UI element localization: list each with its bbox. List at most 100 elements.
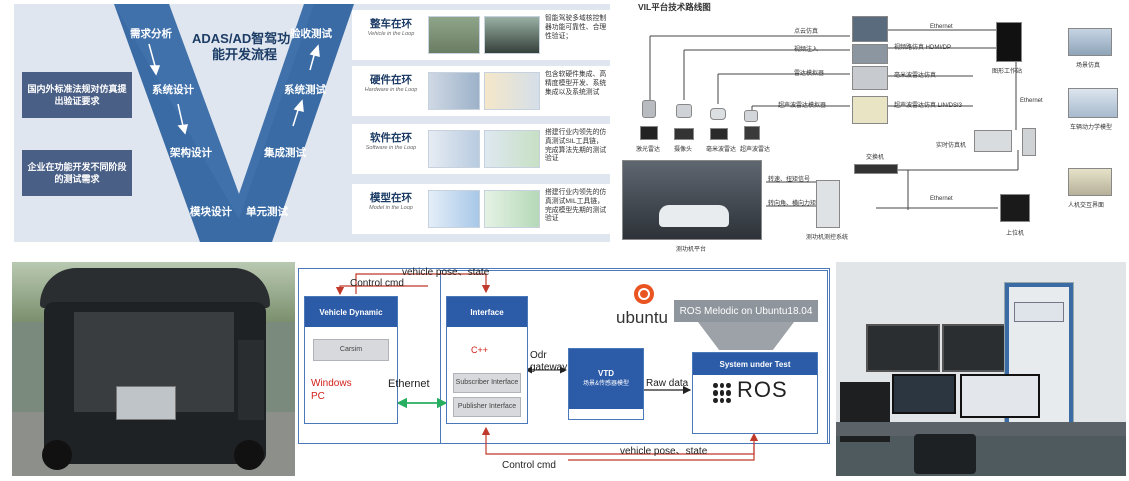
sil-diagram-1 [428,130,480,168]
node-hmi: 人机交互界面 [1068,203,1105,209]
sil-diagram-2 [484,130,540,168]
open-door [238,340,264,420]
arch-bottom-label: vehicle pose、state [620,446,708,457]
vil-photo-1 [428,16,480,54]
ethernet-label: Ethernet [388,378,430,390]
mil-diagram-2 [484,190,540,228]
desk-monitor-left [892,374,956,414]
vtd-box: VTD 场景&传感器模型 [568,348,644,420]
radar-unit [710,128,728,140]
v-shape [114,4,354,242]
loop-hil: 硬件在环 Hardware in the Loop 包含软硬件集成、高精度模型开… [352,66,610,116]
node-scene-sim: 场景仿真 [1076,63,1101,69]
sensor-ultrasonic: 超声波雷达 [740,147,771,153]
link-ethernet-bottom: Ethernet [930,196,953,202]
v-arrows [148,43,320,135]
pointcloud-monitor [852,16,888,42]
ubuntu-circle-icon [638,288,650,300]
hil-diagram-2 [484,72,540,110]
lidar-unit [640,126,658,140]
camera-unit [674,128,694,140]
rear-wheel-left [42,440,72,470]
loop-title: 硬件在环 [370,74,412,86]
vtd-title-text: VTD [598,369,614,378]
link-ethernet-right: Ethernet [1020,98,1043,104]
radar-icon [710,108,726,120]
loop-title: 软件在环 [370,132,412,144]
vehicle-dynamics-screen [1068,88,1118,118]
stage-requirement-analysis: 需求分析 [130,28,172,40]
node-vehicle-dynamics: 车辆动力学模型 [1070,125,1113,131]
loop-description: 智能驾驶多域核控制器功能可靠性、合理性验证； [545,15,607,40]
ultrasonic-unit [744,126,760,140]
requirement-box-regulations: 国内外标准法规对仿真提出验证要求 [22,72,132,118]
stage-system-design: 系统设计 [152,84,194,96]
desk-surface [836,422,1126,436]
dyno-control-cabinet [816,180,840,228]
arch-control-bottom: Control cmd [502,460,556,471]
hil-diagram-1 [428,72,480,110]
vil-roadmap-panel: VIL平台技术路线图 点云仿真 视频注入 雷达模拟器 超声波雷达模拟器 Et [618,0,1129,258]
loop-description: 包含软硬件集成、高精度模型开发、系统集成以及系统测试 [545,71,607,96]
carsim-module: Carsim [313,339,389,361]
node-dyno-platform: 测功机平台 [676,247,707,253]
arch-control-top: Control cmd [350,278,404,289]
rear-wheel-right [234,440,264,470]
test-vehicle-photo [12,262,295,476]
interface-title: Interface [447,297,527,327]
loop-title: 模型在环 [370,192,412,204]
subscriber-interface: Subscriber Interface [453,373,521,393]
node-realtime-sim: 实时仿真机 [936,143,967,149]
dyno-signal-speed: 转速、扭矩信号 [768,177,811,183]
open-tailgate [40,268,270,308]
lab-workstation-photo [836,262,1126,476]
v-model-panel: ADAS/AD智驾功 能开发流程 需求分析 系统设计 架构设计 模块设计 验收测… [14,4,610,242]
loop-sil: 软件在环 Software in the Loop 搭建行业内领先的仿真测试SI… [352,124,610,174]
v-title-line2: 能开发流程 [212,47,278,62]
loop-vil: 整车在环 Vehicle in the Loop 智能驾驶多域核控制器功能可靠性… [352,10,610,60]
wall-monitor-left [866,324,940,372]
sensor-mmwave: 毫米波雷达 [706,147,737,153]
signal-video-injection: 视频注入 [794,47,819,53]
v-title-line1: ADAS/AD智驾功 [192,31,291,46]
dyno-signal-steering: 转向角、横向力矩 [768,201,817,207]
cpp-label: C++ [471,345,489,355]
realtime-sim-device [974,130,1012,152]
sensor-camera: 摄像头 [674,147,693,153]
loop-subtitle: Vehicle in the Loop [367,31,415,37]
loop-subtitle: Model in the Loop [369,205,413,211]
odr-gateway-label: Odr gateway [530,350,568,373]
lidar-icon [642,100,656,118]
arch-linux-frame [440,270,828,444]
car-on-dyno-icon [659,205,729,227]
vil-title: VIL平台技术路线图 [638,2,711,12]
host-pc [1000,194,1030,222]
signal-radar-simulator: 雷达模拟器 [794,71,825,77]
sut-title: System under Test [693,353,817,375]
publisher-interface: Publisher Interface [453,397,521,417]
vtd-subtitle: 场景&传感器模型 [582,381,629,387]
ros-logo-text: ROS [737,377,788,402]
dyno-platform-photo [622,160,762,240]
stage-system-test: 系统测试 [284,84,326,96]
stage-unit-test: 单元测试 [246,206,288,218]
link-ethernet-top: Ethernet [930,24,953,30]
ultrasonic-icon [744,110,758,122]
link-lin: 超声波雷达仿真 LIN/DSI3 [894,103,963,109]
ros-dots-icon [713,383,731,403]
node-dyno-control: 测功机测控系统 [806,235,849,241]
software-architecture-diagram: vehicle pose、state Control cmd Vehicle D… [298,262,830,476]
link-hdmi: 视频路仿真 HDMI/DP [894,45,952,51]
loop-description: 搭建行业内领先的仿真测试MIL工具链，完成模型先期的测试验证 [545,189,607,223]
ultrasonic-simulator-device [852,96,888,124]
vehicle-dynamic-title: Vehicle Dynamic [305,297,397,327]
stage-integration-test: 集成测试 [264,147,306,159]
arch-arrows [335,273,759,461]
raw-data-label: Raw data [646,378,689,389]
ubuntu-wordmark: ubuntu [616,308,668,327]
signal-ultrasonic-simulator: 超声波雷达模拟器 [778,103,827,109]
scene-sim-screen [1068,28,1112,56]
stage-architecture-design: 架构设计 [170,147,212,159]
radar-simulator-device [852,66,888,90]
sensor-lidar: 激光雷达 [636,147,661,153]
